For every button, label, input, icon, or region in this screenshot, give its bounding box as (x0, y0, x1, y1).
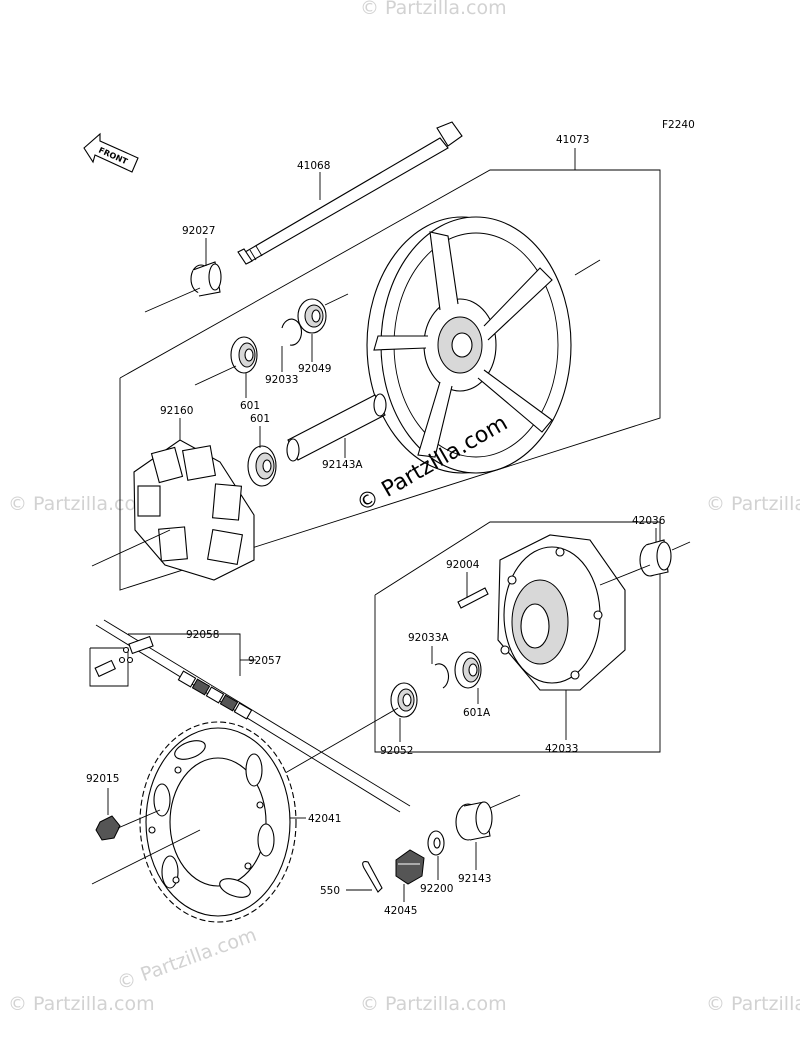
part-label-41068: 41068 (297, 160, 330, 172)
part-label-550: 550 (320, 885, 340, 897)
bearing-601-upper (230, 336, 258, 374)
bearing-601-lower (247, 445, 277, 487)
seal-92049 (297, 298, 327, 334)
spacer-92143A (286, 393, 387, 462)
part-label-92057: 92057 (248, 655, 281, 667)
drive-chain-92057 (95, 619, 411, 813)
part-label-42036: 42036 (632, 515, 666, 527)
part-label-92200: 92200 (420, 883, 453, 895)
part-label-92143A: 92143A (322, 459, 363, 471)
rear-sprocket-42041 (139, 721, 297, 923)
part-label-92033: 92033 (265, 374, 298, 386)
part-label-41073: 41073 (556, 134, 589, 146)
part-label-601-lower: 601 (250, 413, 270, 425)
bearing-601A (454, 651, 482, 689)
cotter-pin-550 (362, 861, 383, 893)
nut-92015 (95, 815, 121, 841)
part-label-42033: 42033 (545, 743, 578, 755)
part-label-92027: 92027 (182, 225, 215, 237)
watermark: © Partzilla.com (706, 493, 800, 515)
circlip-92033 (281, 318, 302, 346)
watermark: © Partzilla.com (360, 0, 507, 19)
part-label-92160: 92160 (160, 405, 193, 417)
collar-92027 (190, 261, 222, 297)
part-label-92004: 92004 (446, 559, 480, 571)
coupling-hub-42033 (497, 534, 626, 691)
collar-42036 (639, 539, 672, 577)
front-arrow-icon: FRONT (83, 132, 139, 173)
part-label-42045: 42045 (384, 905, 417, 917)
part-label-92015: 92015 (86, 773, 119, 785)
part-label-601A: 601A (463, 707, 491, 719)
figure-code: F2240 (662, 119, 695, 131)
wheel-group-outline (119, 169, 661, 591)
collar-92143 (455, 801, 493, 841)
watermark: © Partzilla.com (8, 993, 155, 1015)
washer-92200 (427, 830, 445, 856)
part-label-92052: 92052 (380, 745, 413, 757)
circlip-92033A (434, 663, 450, 689)
part-label-601-upper: 601 (240, 400, 260, 412)
castle-nut-42045 (395, 849, 425, 885)
chain-joint-92058 (89, 635, 154, 687)
damper-92160 (133, 439, 255, 581)
axle-41068 (237, 121, 463, 265)
part-label-92049: 92049 (298, 363, 331, 375)
watermark: © Partzilla.com (706, 993, 800, 1015)
watermark: © Partzilla.com (8, 493, 155, 515)
part-label-42041: 42041 (308, 813, 341, 825)
part-label-92033A: 92033A (408, 632, 449, 644)
part-label-92143: 92143 (458, 873, 491, 885)
hub-group-outline (374, 521, 661, 753)
part-label-92058: 92058 (186, 629, 219, 641)
rear-wheel-41073 (366, 216, 572, 474)
seal-92052 (390, 682, 418, 718)
stud-92004 (457, 587, 489, 609)
watermark: © Partzilla.com (114, 924, 259, 995)
watermark: © Partzilla.com (360, 993, 507, 1015)
